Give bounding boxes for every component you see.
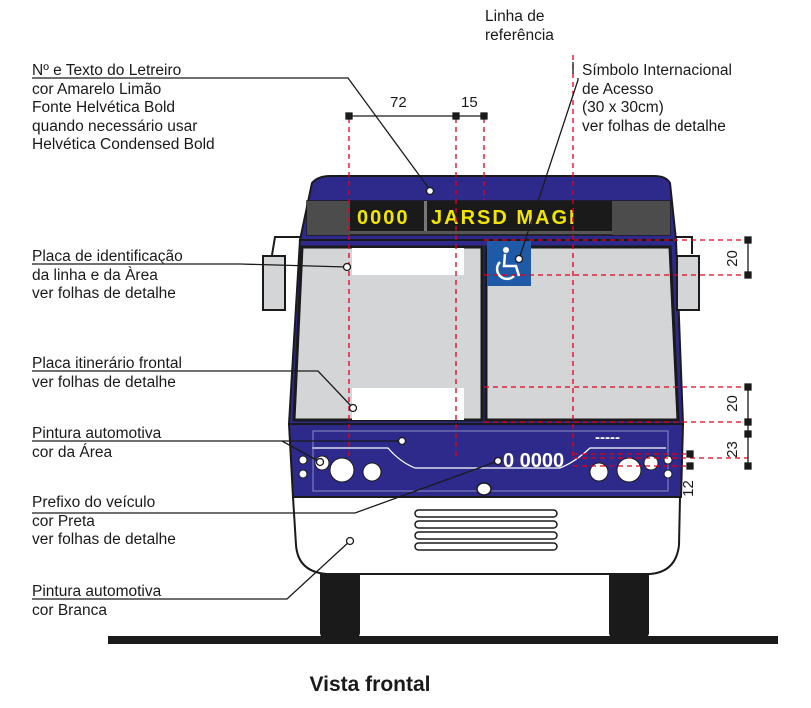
id-plate-label: Placa de identificação da linha e da Àre… [32, 248, 183, 302]
dimension-ticks [345, 112, 752, 470]
accessibility-icon [487, 240, 531, 286]
vehicle-prefix-label: Prefixo do veículo cor Preta ver folhas … [32, 494, 176, 548]
reference-line-label: Linha de referência [485, 8, 554, 44]
vehicle-prefix-text: 0 0000 [503, 450, 564, 472]
dimension-lines [348, 55, 748, 467]
left-wheel [320, 566, 360, 638]
right-mirror [676, 236, 700, 311]
area-paint-label: Pintura automotiva cor da Área [32, 425, 162, 461]
sign-text-label: Nº e Texto do Letreiro cor Amarelo Limão… [32, 62, 215, 153]
dim-72: 72 [390, 94, 407, 111]
windshield-right [484, 245, 680, 422]
grille [414, 509, 558, 551]
dim-23: 23 [723, 441, 741, 458]
access-symbol-label: Símbolo Internacional de Acesso (30 x 30… [582, 62, 732, 135]
leader-lines [32, 62, 579, 600]
sign-number-text: 0000 [357, 207, 410, 229]
left-mirror [262, 236, 300, 311]
view-title: Vista frontal [309, 673, 431, 696]
emblem [476, 482, 492, 496]
dim-20-top: 20 [723, 250, 741, 267]
dim-12: 12 [679, 480, 697, 497]
itinerary-plate-label: Placa itinerário frontal ver folhas de d… [32, 355, 182, 391]
itinerary-plate [352, 388, 464, 420]
destination-sign-panel [350, 201, 612, 231]
dim-20-bottom: 20 [723, 395, 741, 412]
rear-code-strip: ----- [595, 429, 620, 446]
white-paint-label: Pintura automotiva cor Branca [32, 583, 162, 619]
id-plate [352, 248, 464, 275]
dim-15: 15 [461, 94, 478, 111]
ground-line [108, 636, 778, 644]
sign-destination-text: JARSD MAGI [431, 207, 577, 229]
right-wheel [609, 566, 649, 638]
windshield-left [292, 245, 484, 422]
